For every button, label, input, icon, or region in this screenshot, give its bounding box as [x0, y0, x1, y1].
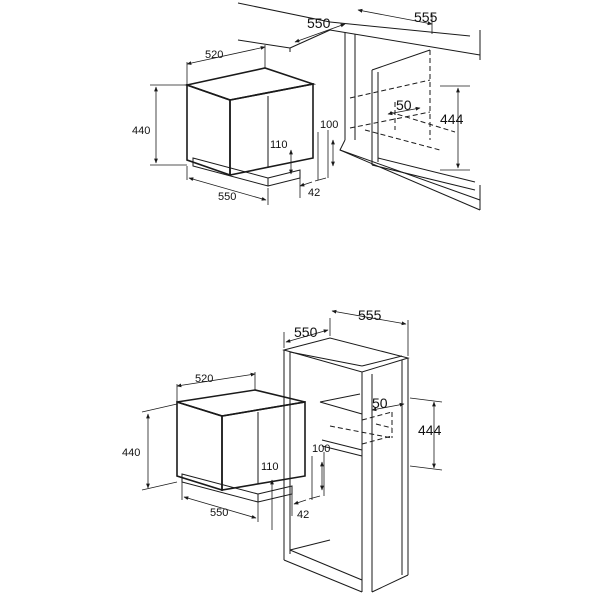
bottom-dim-niche-height: 444 [409, 397, 443, 471]
top-label-plinth-offset: 42 [308, 187, 320, 199]
bottom-tall-cabinet [282, 337, 410, 593]
bottom-diagram: 520 440 550 110 100 [122, 307, 443, 593]
top-dim-oven-depth: 520 [186, 45, 266, 85]
top-dim-vent-depth: 50 [387, 97, 421, 116]
top-oven-body [184, 67, 317, 187]
bottom-label-niche-width: 550 [294, 324, 318, 340]
bottom-dim-plinth-offset: 42 [291, 494, 321, 521]
bottom-label-niche-height: 444 [418, 422, 442, 438]
bottom-dim-oven-width: 550 [181, 482, 259, 522]
top-dim-gap-height: 100 [317, 119, 338, 180]
bottom-dim-niche-width: 550 [283, 318, 331, 348]
top-label-niche-width: 550 [307, 15, 331, 31]
bottom-label-vent-depth: 50 [372, 395, 388, 411]
bottom-dim-oven-height: 440 [122, 403, 178, 491]
top-label-oven-height: 440 [132, 125, 150, 137]
bottom-dim-vent-depth: 50 [371, 395, 405, 412]
top-label-plinth-height: 110 [270, 139, 288, 151]
bottom-label-plinth-offset: 42 [297, 509, 309, 521]
bottom-dim-plinth-height: 110 [261, 461, 279, 530]
bottom-dim-niche-depth: 555 [331, 307, 409, 356]
top-dim-oven-width: 550 [186, 166, 269, 205]
top-dim-plinth-height: 110 [270, 139, 293, 175]
top-dim-plinth-offset: 42 [299, 177, 327, 199]
bottom-dim-gap-height: 100 [311, 443, 330, 500]
top-dim-oven-height: 440 [132, 84, 187, 166]
top-label-vent-depth: 50 [396, 97, 412, 113]
top-dim-niche-width: 550 [294, 15, 346, 43]
top-label-gap-height: 100 [320, 119, 338, 131]
top-label-oven-width: 550 [218, 191, 236, 203]
bottom-label-plinth-height: 110 [261, 461, 279, 473]
top-dim-niche-depth: 555 [357, 8, 438, 34]
bottom-label-oven-height: 440 [122, 447, 140, 459]
bottom-label-oven-width: 550 [210, 507, 228, 519]
top-dim-niche-height: 444 [440, 85, 470, 171]
top-label-niche-height: 444 [440, 111, 464, 127]
top-label-niche-depth: 555 [414, 9, 438, 25]
top-label-oven-depth: 520 [205, 49, 223, 61]
bottom-label-gap-height: 100 [312, 443, 330, 455]
bottom-oven-body [176, 389, 306, 503]
bottom-label-niche-depth: 555 [358, 307, 382, 323]
top-cabinet [237, 2, 481, 211]
bottom-dim-oven-depth: 520 [176, 372, 256, 402]
top-diagram: 520 440 550 110 100 [132, 2, 481, 211]
bottom-label-oven-depth: 520 [195, 373, 213, 385]
